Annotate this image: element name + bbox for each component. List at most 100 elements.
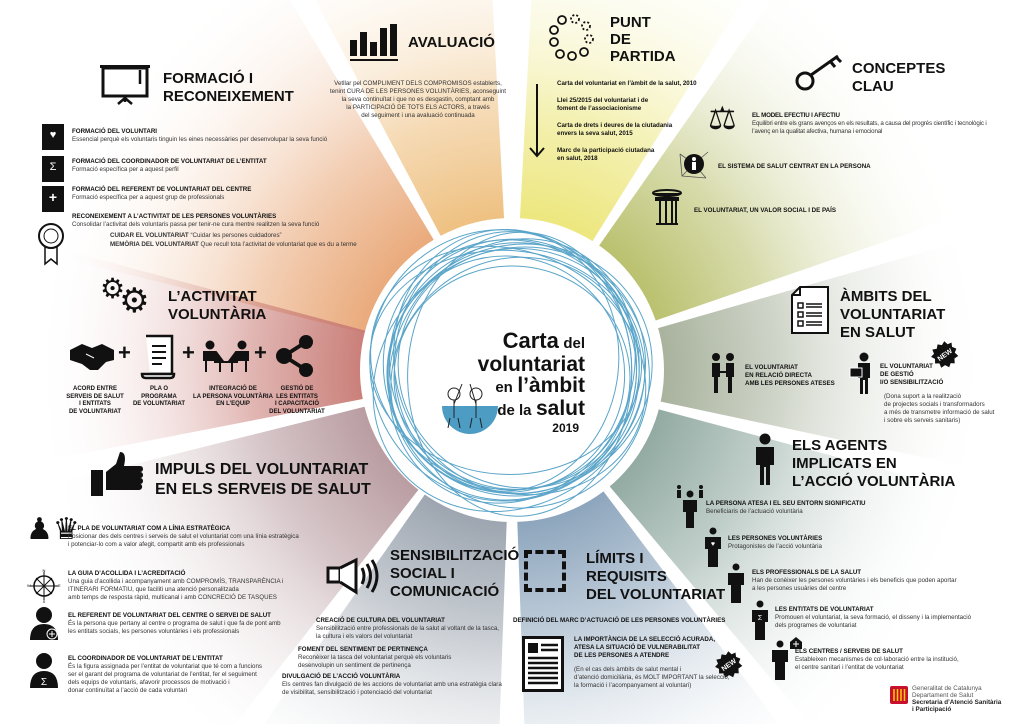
title-line: IMPULS DEL VOLUNTARIAT xyxy=(155,461,369,478)
award-ribbon-icon xyxy=(38,223,64,266)
scribble-ring xyxy=(388,238,636,504)
title-line: L’ACTIVITAT xyxy=(168,288,257,305)
person-network-icon xyxy=(679,151,709,179)
scribble-ring xyxy=(372,246,647,513)
center-title: Carta xyxy=(502,328,559,353)
limits-note: (En el cas dels àmbits de salut mental i… xyxy=(574,666,730,690)
plus-sign: + xyxy=(182,340,195,365)
limits-item: LA IMPORTÀNCIA DE LA SELECCIÓ ACURADA,AT… xyxy=(574,636,715,660)
coordinator-person-icon: Σ xyxy=(30,653,58,688)
center-logo: Carta del voluntariat en l’àmbit de la s… xyxy=(440,328,585,436)
title-line: SOCIAL I xyxy=(390,565,455,582)
formacio-item: FORMACIÓ DEL COORDINADOR DE VOLUNTARIAT … xyxy=(72,158,267,174)
text-line: Carta del voluntariat en l’àmbit de la s… xyxy=(557,80,697,87)
item-desc: Una guia d’acollida i acompanyament amb … xyxy=(68,578,284,585)
item-title: LES ENTITATS DE VOLUNTARIAT xyxy=(775,606,874,613)
text-line: Llei 25/2015 del voluntariat i de xyxy=(557,97,649,104)
item-title: ELS PROFESSIONALS DE LA SALUT xyxy=(752,569,862,576)
wedge-ambits xyxy=(512,223,1024,479)
text-line: EN L’EQUIP xyxy=(216,401,250,407)
presentation-board-icon xyxy=(100,65,150,105)
formacio-subitem: CUIDAR EL VOLUNTARIAT “Cuidar les person… xyxy=(110,232,282,240)
title-line: VOLUNTARIAT xyxy=(840,306,946,323)
item-desc: a les persones usuàries del centre xyxy=(752,585,847,592)
item-desc: Sensibilització entre professionals de l… xyxy=(316,625,499,632)
item-title: EL PLA DE VOLUNTARIAT COM A LÍNIA ESTRAT… xyxy=(68,525,231,532)
text-line: a més de transmetre informació de salut xyxy=(884,409,995,416)
book-heart-icon: ♥ xyxy=(42,124,64,150)
scroll-document-icon xyxy=(140,334,176,380)
text-line: LES ENTITATS xyxy=(276,393,318,400)
text-line: AMB LES PERSONES ATESES xyxy=(745,380,835,387)
title-line: RECONEIXEMENT xyxy=(163,88,294,105)
gears-icon: ⚙⚙ xyxy=(100,273,150,320)
item-desc: Beneficiaris de l’actuació voluntària xyxy=(706,508,803,515)
text-line: d’atenció domiciliària, és MOLT IMPORTAN… xyxy=(574,674,730,681)
item-desc: i potenciar-lo com a valor afegit, compa… xyxy=(68,541,245,548)
title-line: VOLUNTÀRIA xyxy=(168,306,267,323)
share-network-icon xyxy=(276,335,313,377)
compass-south: S xyxy=(43,599,46,604)
subitem-desc: “Cuidar les persones cuidadores” xyxy=(190,232,282,239)
scribble-ring xyxy=(393,265,631,491)
entity-person-icon: Σ xyxy=(752,600,768,640)
title-line: LÍMITS I xyxy=(586,550,644,567)
generalitat-logo-icon xyxy=(890,686,908,704)
title-line: L’ACCIÓ VOLUNTÀRIA xyxy=(792,473,956,490)
item-desc: Protagonistes de l’acció voluntària xyxy=(728,543,822,550)
item-desc: Han de conèixer les persones voluntàries… xyxy=(752,577,957,584)
impuls-item: EL REFERENT DE VOLUNTARIAT DEL CENTRE O … xyxy=(68,612,281,636)
item-title: FORMACIÓ DEL VOLUNTARI xyxy=(72,128,158,135)
title-line: PARTIDA xyxy=(610,48,676,65)
logo-line: Secretaria d’Atenció Sanitària xyxy=(912,699,1002,706)
wedge-impuls xyxy=(0,370,512,724)
item-desc: les entitats socials, les persones volun… xyxy=(68,628,240,635)
item-desc: la cultura i els valors del voluntariat xyxy=(316,633,413,640)
item-title: DIVULGACIÓ DE L’ACCIÓ VOLUNTÀRIA xyxy=(282,673,401,680)
team-meeting-icon xyxy=(203,340,249,372)
item-desc: És la persona que pertany al centre o pr… xyxy=(68,620,281,627)
key-icon xyxy=(795,54,843,91)
compass-east: E xyxy=(58,583,61,588)
text-line: envers la seva salut, 2015 xyxy=(557,130,633,137)
title-line: PUNT xyxy=(610,14,651,31)
punt-item: Carta de drets i deures de la ciutadania… xyxy=(557,122,672,138)
text-line: PROGRAMA xyxy=(141,393,177,400)
svg-text:Σ: Σ xyxy=(758,615,763,622)
text-line: la PARTICIPACIÓ DE TOTS ELS ACTORS, a tr… xyxy=(346,104,490,111)
thumbs-up-icon xyxy=(91,452,143,496)
scales-icon: ⚖ xyxy=(708,100,737,136)
svg-text:Σ: Σ xyxy=(41,677,47,688)
plus-sign: + xyxy=(118,340,131,365)
handshake-icon xyxy=(70,344,114,370)
text-line: GESTIÓ DE xyxy=(280,386,314,392)
person-laptop-icon xyxy=(849,352,870,394)
logo-line: Generalitat de Catalunya xyxy=(912,685,982,692)
text-line: DE LES PERSONES A ATENDRE xyxy=(574,652,670,659)
person-icon xyxy=(756,433,774,485)
avaluacio-title: AVALUACIÓ xyxy=(408,34,495,51)
dashed-square-icon xyxy=(524,550,566,592)
subitem-title: MEMÒRIA DEL VOLUNTARIAT xyxy=(110,241,199,248)
text-line: tenint CURA DE LES PERSONES VOLUNTÀRIES,… xyxy=(329,88,507,95)
title-line: DEL VOLUNTARIAT xyxy=(586,586,726,603)
item-title: EL REFERENT DE VOLUNTARIAT DEL CENTRE O … xyxy=(68,612,271,619)
item-desc: donar continuïtat a l’acció de cada volu… xyxy=(68,687,188,694)
